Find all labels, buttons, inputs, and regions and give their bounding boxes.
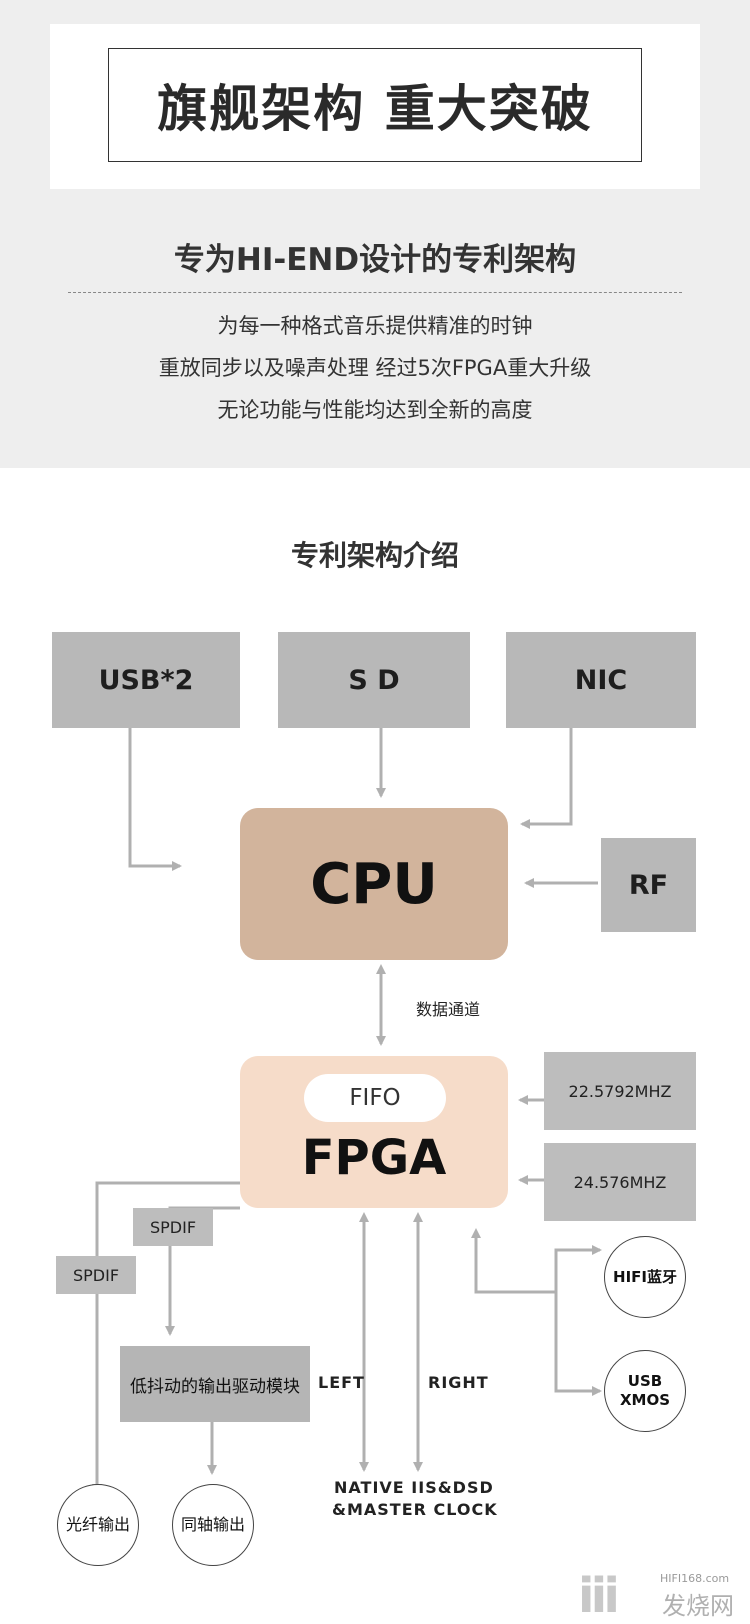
dashed-divider (68, 292, 682, 293)
coaxial-output-circle: 同轴输出 (172, 1484, 254, 1566)
fpga-box: FIFO FPGA (240, 1056, 508, 1208)
spdif-label-optical: SPDIF (56, 1256, 136, 1294)
left-label: LEFT (318, 1373, 365, 1392)
subheading: 专为HI-END设计的专利架构 (173, 242, 577, 278)
driver-module-box: 低抖动的输出驱动模块 (120, 1346, 310, 1422)
watermark-url: HIFI168.com (660, 1572, 730, 1585)
usb-to-cpu-arrow (128, 728, 182, 871)
native-label-line-2: &MASTER CLOCK (332, 1500, 498, 1519)
nic-to-cpu-arrow (520, 728, 573, 829)
fpga-spdif-optical (92, 1181, 240, 1494)
headline-panel: 旗舰架构 重大突破 (50, 24, 700, 189)
description-line-2: 重放同步以及噪声处理 经过5次FPGA重大升级 (158, 356, 592, 380)
fpga-to-wireless (471, 1228, 556, 1294)
diagram-title: 专利架构介绍 (290, 539, 459, 572)
description-line-1: 为每一种格式音乐提供精准的时钟 (217, 314, 533, 338)
to-usb-xmos (554, 1292, 602, 1396)
fifo-pill: FIFO (304, 1074, 446, 1122)
watermark-name: 发烧网 (662, 1592, 734, 1620)
usb-xmos-line-1: USB (627, 1372, 663, 1391)
headline: 旗舰架构 重大突破 (157, 80, 593, 138)
nic-source-box: NIC (506, 632, 696, 728)
data-channel-label: 数据通道 (416, 1000, 481, 1019)
usb-source-box: USB*2 (52, 632, 240, 728)
hifi-bluetooth-circle: HIFI蓝牙 (604, 1236, 686, 1318)
usb-xmos-line-2: XMOS (619, 1391, 671, 1409)
cpu-box: CPU (240, 808, 508, 960)
clock-24-box: 24.576MHZ (544, 1143, 696, 1221)
to-bluetooth (554, 1245, 602, 1292)
right-label: RIGHT (428, 1373, 489, 1392)
sd-source-box: S D (278, 632, 470, 728)
fpga-label: FPGA (301, 1130, 447, 1186)
rf-box: RF (601, 838, 696, 932)
watermark-logo-icon: ⅲ (578, 1568, 620, 1624)
optical-output-circle: 光纤输出 (57, 1484, 139, 1566)
headline-frame: 旗舰架构 重大突破 (108, 48, 642, 162)
spdif-label-driver: SPDIF (133, 1208, 213, 1246)
clock-22-box: 22.5792MHZ (544, 1052, 696, 1130)
native-label-line-1: NATIVE IIS&DSD (334, 1478, 494, 1497)
usb-xmos-circle: USB XMOS (604, 1350, 686, 1432)
description-line-3: 无论功能与性能均达到全新的高度 (217, 398, 533, 422)
